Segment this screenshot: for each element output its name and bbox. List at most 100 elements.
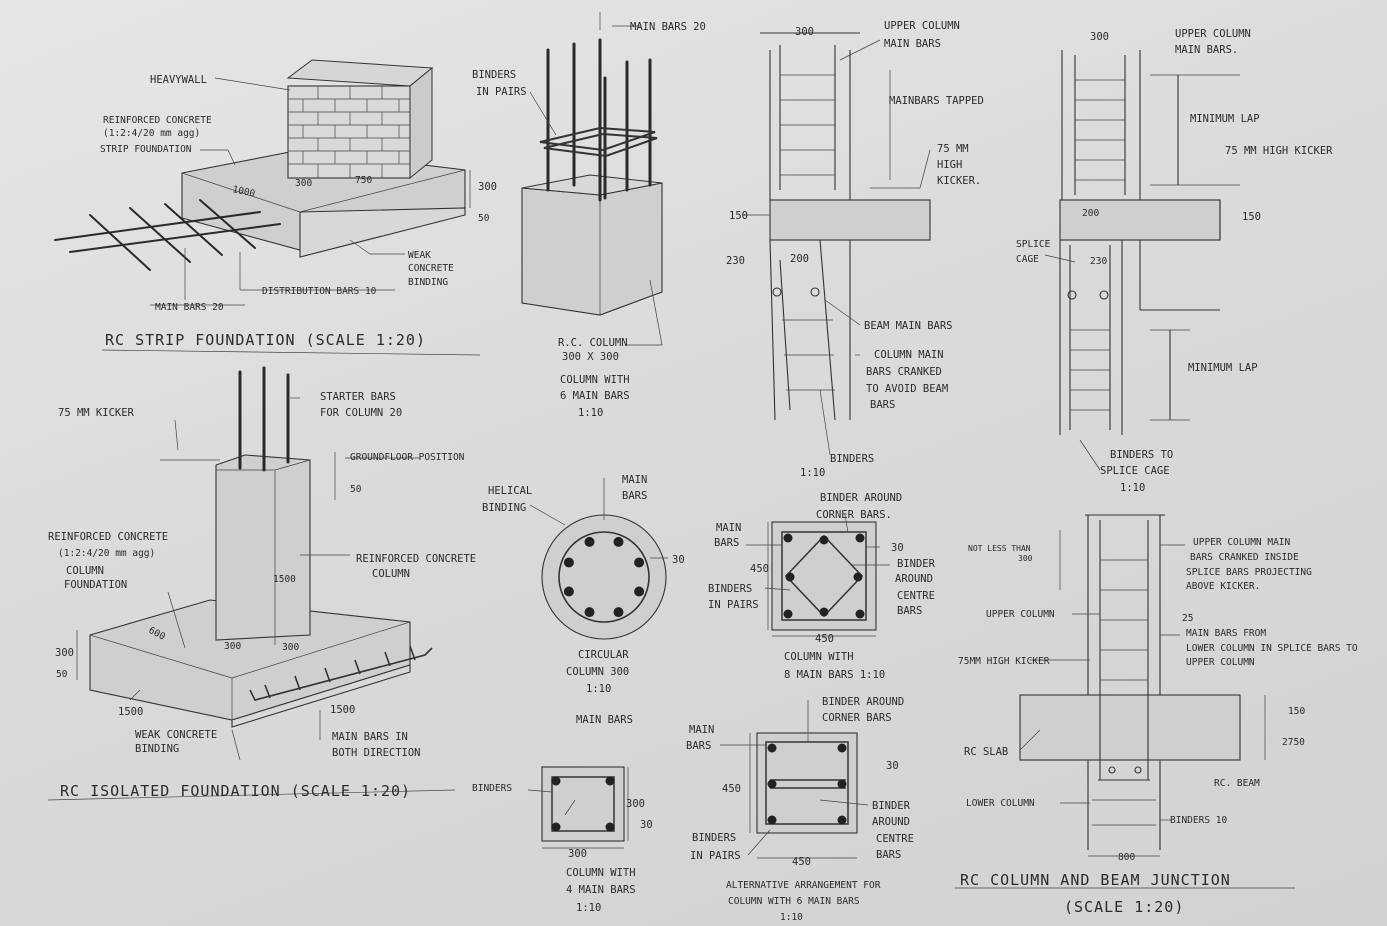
dim-cage-200: 200 <box>1082 208 1099 219</box>
label-junc-main-2: LOWER COLUMN IN SPLICE BARS TO <box>1186 643 1358 654</box>
dim-circ-30: 30 <box>672 554 685 566</box>
label-cranked-kicker-3: KICKER. <box>937 175 981 187</box>
starter-bars <box>238 366 290 472</box>
label-col-binders-2: IN PAIRS <box>476 86 527 98</box>
dim-cranked-200: 200 <box>790 253 809 265</box>
label-weak-2: CONCRETE <box>408 263 454 274</box>
label-col6alt-centre-1: BINDER <box>872 800 911 812</box>
caption-circ-2: COLUMN 300 <box>566 666 629 678</box>
circular-column-outline <box>541 514 667 640</box>
label-cranked-binders: BINDERS <box>830 453 874 465</box>
label-cranked-col-1: COLUMN MAIN <box>874 349 944 361</box>
label-junc-main-3: UPPER COLUMN <box>1186 657 1255 668</box>
column-block <box>521 182 663 316</box>
label-iso-rc-2: (1:2:4/20 mm agg) <box>58 548 155 559</box>
weak-binding-layer <box>299 207 466 258</box>
label-splice-1: SPLICE <box>1016 239 1051 250</box>
label-col6alt-centre-2: AROUND <box>872 816 910 828</box>
dim-col4-300-bottom: 300 <box>568 848 587 860</box>
caption-col8-1: COLUMN WITH <box>784 651 854 663</box>
pedestal-column <box>215 454 311 641</box>
column-binders <box>539 126 658 158</box>
circular-column <box>529 478 668 640</box>
circular-main-bar <box>634 557 645 568</box>
label-iso-rc-4: FOUNDATION <box>64 579 127 591</box>
label-cranked-col-2: BARS CRANKED <box>866 366 942 378</box>
caption-circ-3: 1:10 <box>586 683 611 695</box>
label-iso-col-1: REINFORCED CONCRETE <box>356 553 476 565</box>
label-cage-binders-2: SPLICE CAGE <box>1100 465 1170 477</box>
caption-col6alt-2: COLUMN WITH 6 MAIN BARS <box>728 896 860 907</box>
circular-main-bar <box>584 607 595 618</box>
cage-binders <box>1044 74 1240 471</box>
label-cage-kicker: 75 MM HIGH KICKER <box>1225 145 1333 157</box>
dim-col6alt-30: 30 <box>886 760 899 772</box>
caption-col4-3: 1:10 <box>576 902 601 914</box>
label-lower-column: LOWER COLUMN <box>966 798 1035 809</box>
label-col-main-bars: MAIN BARS 20 <box>630 21 706 33</box>
column-beam-junction <box>955 514 1295 889</box>
label-junc-upper-2: BARS CRANKED INSIDE <box>1190 552 1299 563</box>
label-junc-upper-3: SPLICE BARS PROJECTING <box>1186 567 1312 578</box>
label-ground-floor: GROUNDFLOOR POSITION <box>350 452 465 463</box>
helical-binding <box>558 531 650 623</box>
circular-main-bar <box>634 586 645 597</box>
dim-strip-750: 750 <box>355 175 372 186</box>
column-4-binder <box>551 776 615 832</box>
label-not-less-1: NOT LESS THAN <box>968 544 1031 553</box>
label-cranked-col-3: TO AVOID BEAM <box>866 383 948 395</box>
label-cage-scale: 1:10 <box>1120 482 1145 494</box>
label-cranked-upper-2: MAIN BARS <box>884 38 941 50</box>
brick-wall <box>286 59 434 180</box>
label-junc-upper-4: ABOVE KICKER. <box>1186 581 1260 592</box>
dim-junc-800: 800 <box>1118 852 1135 863</box>
label-helical-2: BINDING <box>482 502 526 514</box>
label-starter-2: FOR COLUMN 20 <box>320 407 402 419</box>
dim-iso-1500-col: 1500 <box>273 574 296 585</box>
splice-cranked-detail <box>742 32 931 456</box>
label-iso-main-1: MAIN BARS IN <box>332 731 408 743</box>
label-splice-2: CAGE <box>1016 254 1039 265</box>
label-col6alt-binders-2: IN PAIRS <box>690 850 741 862</box>
dim-iso-50: 50 <box>350 484 362 495</box>
circular-main-bar <box>613 536 624 547</box>
dim-cage-300: 300 <box>1090 31 1109 43</box>
label-cranked-kicker-1: 75 MM <box>937 143 969 155</box>
caption-col4-2: 4 MAIN BARS <box>566 884 636 896</box>
dim-iso-1500b: 1500 <box>330 704 355 716</box>
label-junc-main-1: MAIN BARS FROM <box>1186 628 1266 639</box>
dim-iso-50h: 50 <box>56 669 68 680</box>
label-col4-main-bars: MAIN BARS <box>576 714 633 726</box>
label-cage-binders-1: BINDERS TO <box>1110 449 1173 461</box>
cage-beam-slab <box>1059 199 1221 241</box>
column-6-bars-alt <box>720 700 869 859</box>
title-strip-foundation: RC STRIP FOUNDATION (SCALE 1:20) <box>105 331 426 349</box>
dim-cranked-230: 230 <box>726 255 745 267</box>
dim-strip-50: 50 <box>478 213 490 224</box>
label-distribution: DISTRIBUTION BARS 10 <box>262 286 377 297</box>
column-4-bars <box>527 766 629 849</box>
strip-foundation <box>54 59 481 356</box>
label-iso-weak-1: WEAK CONCRETE <box>135 729 217 741</box>
label-circ-main-2: BARS <box>622 490 647 502</box>
cranked-binders <box>742 39 931 456</box>
dim-junc-150: 150 <box>1288 706 1305 717</box>
dim-junc-2750: 2750 <box>1282 737 1305 748</box>
dim-strip-300h: 300 <box>478 181 497 193</box>
column-8-binder <box>781 531 867 621</box>
label-circ-main-1: MAIN <box>622 474 647 486</box>
label-cage-upper-1: UPPER COLUMN <box>1175 28 1251 40</box>
label-cranked-scale: 1:10 <box>800 467 825 479</box>
caption-col6-1: COLUMN WITH <box>560 374 630 386</box>
label-junc-kicker: 75MM HIGH KICKER <box>958 656 1050 667</box>
dim-iso-300a: 300 <box>224 641 241 652</box>
label-col8-binder-2: CORNER BARS. <box>816 509 892 521</box>
label-col8-main-2: BARS <box>714 537 739 549</box>
dim-strip-1000: 1000 <box>231 184 256 200</box>
label-col8-binder-1: BINDER AROUND <box>820 492 902 504</box>
junction-beam <box>1019 694 1241 761</box>
dim-col8-30: 30 <box>891 542 904 554</box>
circular-main-bar <box>613 607 624 618</box>
pad-reinforcement <box>249 645 433 701</box>
scale-junction: (SCALE 1:20) <box>1064 898 1184 916</box>
